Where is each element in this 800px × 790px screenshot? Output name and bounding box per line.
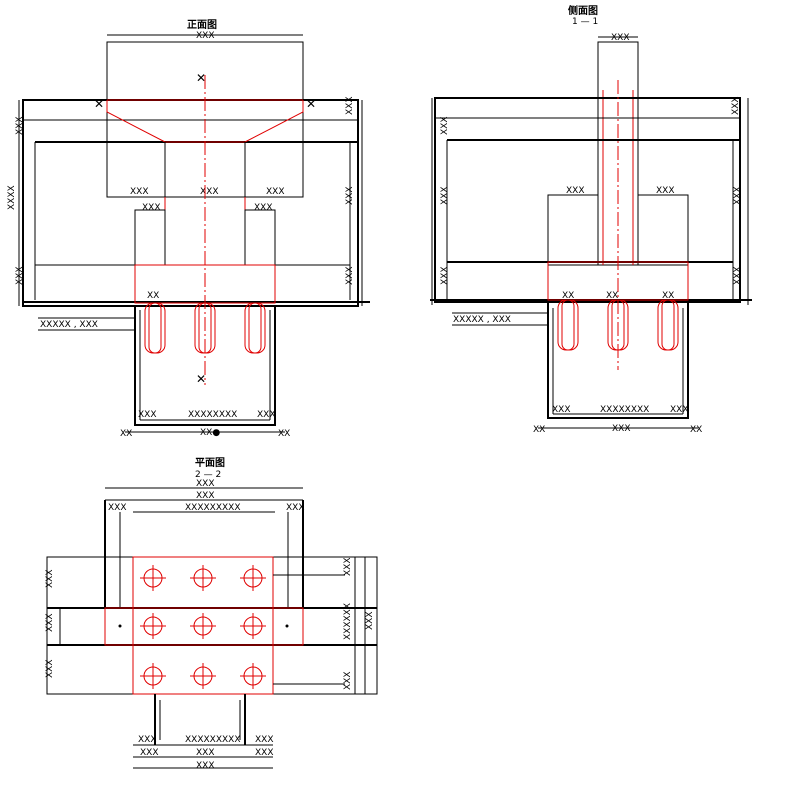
svg-text:XX: XX [147, 291, 159, 301]
svg-text:XXX: XXX [142, 203, 161, 213]
svg-text:XXX: XXX [138, 410, 157, 420]
svg-text:XXX: XXX [196, 479, 215, 489]
svg-text:XX: XX [690, 425, 702, 435]
svg-text:XXX: XXX [130, 187, 149, 197]
svg-text:✕: ✕ [196, 71, 206, 85]
svg-text:XXX: XXX [45, 660, 55, 679]
front-elevation-view: 正面图 XXX ✕ ✕ ✕ XXX XXXX XXX XXX XXX XXX [7, 19, 370, 439]
pile-spec-label-side: XXXXX , XXX [453, 315, 511, 325]
svg-text:XXX: XXX [255, 748, 274, 758]
svg-text:XXX: XXX [200, 187, 219, 197]
svg-text:XXX: XXX [343, 672, 353, 691]
svg-text:XXX: XXX [108, 503, 127, 513]
svg-text:XXX: XXX [566, 186, 585, 196]
svg-text:✕: ✕ [94, 97, 104, 111]
svg-text:XXX: XXX [196, 748, 215, 758]
svg-text:XX●: XX● [200, 428, 220, 438]
plan-pile-grid [140, 565, 266, 689]
svg-text:XXX: XXX [656, 186, 675, 196]
svg-text:XXX: XXX [266, 187, 285, 197]
svg-text:XXXXXX: XXXXXX [343, 603, 353, 640]
svg-text:XXX: XXX [255, 735, 274, 745]
svg-text:XXX: XXX [345, 267, 355, 286]
deck-outline [22, 99, 359, 307]
svg-text:XXX: XXX [140, 748, 159, 758]
plan-view: 平面图 2 — 2 XXX XXX XXX XXXXXXXXX XXX XXX … [45, 457, 378, 771]
svg-text:XXX: XXX [733, 187, 743, 206]
svg-text:XXX: XXX [733, 267, 743, 286]
svg-text:XXXXXXXX: XXXXXXXX [600, 405, 649, 415]
svg-text:XXX: XXX [257, 410, 276, 420]
svg-text:XXX: XXX [365, 612, 375, 631]
svg-text:XX: XX [606, 291, 618, 301]
svg-text:XXX: XXX [731, 97, 741, 116]
svg-text:XXX: XXX [345, 97, 355, 116]
pile-group-side [557, 299, 679, 351]
plan-view-subtitle: 2 — 2 [195, 470, 221, 480]
svg-text:XX: XX [278, 429, 290, 439]
svg-text:XXX: XXX [612, 424, 631, 434]
svg-text:XXX: XXX [670, 405, 689, 415]
svg-text:XXX: XXX [286, 503, 305, 513]
svg-text:XXX: XXX [440, 187, 450, 206]
svg-text:XX: XX [562, 291, 574, 301]
svg-text:XXXX: XXXX [7, 185, 17, 210]
svg-text:XXX: XXX [440, 117, 450, 136]
pile-group-front [144, 302, 266, 354]
svg-text:XXX: XXX [611, 33, 630, 43]
svg-text:✕: ✕ [196, 372, 206, 386]
svg-text:XXX: XXX [138, 735, 157, 745]
side-elevation-view: 侧面图 1 — 1 XXX XXX XXX XXX XXX XXX XXX XX… [430, 4, 752, 435]
svg-text:XXX: XXX [343, 558, 353, 577]
svg-text:XXX: XXX [196, 491, 215, 501]
svg-text:XXX: XXX [45, 570, 55, 589]
svg-text:XXX: XXX [196, 761, 215, 771]
svg-text:XXX: XXX [254, 203, 273, 213]
svg-text:✕: ✕ [306, 97, 316, 111]
svg-text:XXXXXXXXX: XXXXXXXXX [185, 735, 241, 745]
side-view-title: 侧面图 [568, 4, 598, 17]
svg-text:XXX: XXX [440, 267, 450, 286]
side-view-subtitle: 1 — 1 [572, 17, 598, 27]
svg-text:XXXXXXXX: XXXXXXXX [188, 410, 237, 420]
svg-text:XXXXXXXXX: XXXXXXXXX [185, 503, 241, 513]
svg-text:XX: XX [662, 291, 674, 301]
svg-text:XX: XX [120, 429, 132, 439]
plan-view-title: 平面图 [195, 457, 225, 469]
svg-text:XXX: XXX [345, 187, 355, 206]
plan-pile-cap [132, 556, 274, 695]
svg-text:XXX: XXX [552, 405, 571, 415]
svg-text:XXX: XXX [196, 31, 215, 41]
svg-text:XXX: XXX [45, 614, 55, 633]
svg-text:XXX: XXX [15, 117, 25, 136]
svg-text:XX: XX [533, 425, 545, 435]
svg-text:XXX: XXX [15, 267, 25, 286]
front-view-title: 正面图 [187, 19, 217, 31]
pile-spec-label-front: XXXXX , XXX [40, 320, 98, 330]
